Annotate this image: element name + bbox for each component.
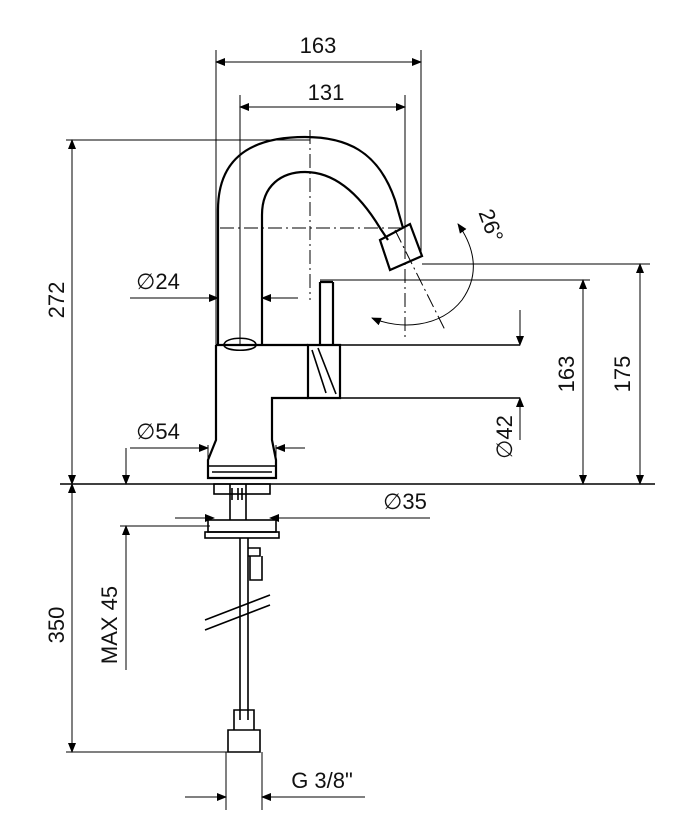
dim-width-overall: 163 [300, 33, 337, 58]
dim-max-deck: MAX 45 [97, 586, 122, 664]
dim-total-height: 272 [44, 282, 69, 319]
dim-shank-diameter: ∅35 [383, 489, 427, 514]
aerator [378, 222, 424, 272]
dim-connection: G 3/8" [291, 768, 353, 793]
flex-hose [239, 538, 249, 720]
dim-below-counter: 350 [44, 607, 69, 644]
spout-pipe-inner [260, 170, 389, 345]
fixing-nut [207, 519, 277, 533]
dimension-labels: 163 131 272 175 163 ∅24 ∅54 ∅42 ∅35 350 … [44, 33, 635, 793]
faucet-body [206, 343, 308, 480]
dim-swivel-angle: 26° [474, 206, 509, 246]
lever-arm [318, 280, 335, 345]
dim-spout-reach: 131 [308, 80, 345, 105]
hose-fitting [227, 709, 261, 753]
dim-lever-height: 163 [554, 356, 579, 393]
dimension-lines [68, 58, 644, 801]
dim-body-diameter: ∅54 [136, 419, 180, 444]
shank [229, 484, 247, 520]
dim-lever-diameter: ∅42 [492, 415, 517, 459]
dim-pipe-diameter: ∅24 [136, 269, 180, 294]
spout-pipe-outer [216, 135, 405, 345]
faucet-outline [60, 135, 655, 753]
dim-spout-height: 175 [610, 356, 635, 393]
